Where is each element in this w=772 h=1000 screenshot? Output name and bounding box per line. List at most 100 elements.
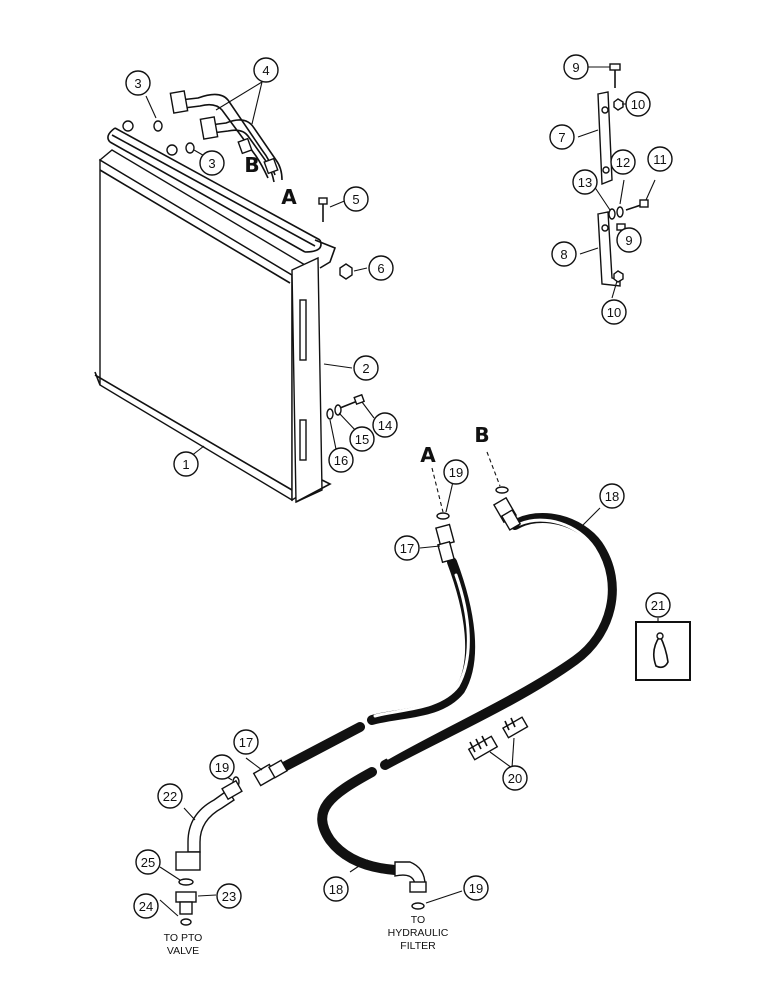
- connection-letter-a: A: [281, 185, 297, 209]
- callout-19: 19: [209, 754, 235, 780]
- callout-circle: [463, 875, 489, 901]
- callout-number: 6: [377, 261, 384, 276]
- callout-circle: [563, 54, 589, 80]
- callout-number: 9: [572, 60, 579, 75]
- callout-number: 22: [163, 789, 177, 804]
- callout-9: 9: [563, 54, 589, 80]
- note-line: HYDRAULIC: [388, 927, 449, 939]
- callout-number: 16: [334, 453, 348, 468]
- callout-7: 7: [549, 124, 575, 150]
- connection-letter-b: B: [244, 153, 259, 177]
- callout-number: 14: [378, 418, 392, 433]
- callout-number: 19: [469, 881, 483, 896]
- hose-b: [317, 496, 617, 893]
- callout-circle: [353, 355, 379, 381]
- callout-number: 11: [653, 152, 667, 167]
- callout-circle: [443, 459, 469, 485]
- callout-circle: [601, 299, 627, 325]
- callout-circle: [323, 876, 349, 902]
- nut: [613, 270, 624, 283]
- washer: [326, 408, 334, 420]
- callout-number: 4: [262, 63, 269, 78]
- callout-8: 8: [551, 241, 577, 267]
- callout-24: 24: [133, 893, 159, 919]
- callout-21: 21: [645, 592, 671, 618]
- callout-number: 8: [560, 247, 567, 262]
- callout-number: 19: [449, 465, 463, 480]
- note-line: TO PTO: [164, 932, 203, 944]
- callout-circle: [133, 893, 159, 919]
- nut: [339, 263, 353, 280]
- note-line: VALVE: [167, 945, 199, 957]
- callout-circle: [616, 227, 642, 253]
- callout-number: 12: [616, 155, 630, 170]
- connection-letter-a: A: [420, 443, 436, 467]
- callout-circle: [233, 729, 259, 755]
- note-line: FILTER: [400, 940, 436, 952]
- callout-14: 14: [372, 412, 398, 438]
- o-ring: [436, 512, 450, 520]
- o-ring: [495, 486, 509, 494]
- callout-19: 19: [463, 875, 489, 901]
- oil-cooler: [94, 120, 322, 502]
- note-line: TO: [411, 914, 425, 926]
- callout-10: 10: [601, 299, 627, 325]
- o-ring: [411, 902, 425, 910]
- callout-2: 2: [353, 355, 379, 381]
- connection-line-b: [486, 451, 501, 487]
- callout-17: 17: [394, 535, 420, 561]
- callout-number: 3: [208, 156, 215, 171]
- callout-12: 12: [610, 149, 636, 175]
- bolt: [625, 199, 649, 211]
- callout-circle: [216, 883, 242, 909]
- callout-19: 19: [443, 459, 469, 485]
- callout-circle: [328, 447, 354, 473]
- callout-number: 17: [239, 735, 253, 750]
- callout-number: 3: [134, 76, 141, 91]
- callout-circle: [502, 765, 528, 791]
- o-ring: [185, 142, 195, 154]
- callout-number: 20: [508, 771, 522, 786]
- callout-number: 1: [182, 457, 189, 472]
- callout-number: 18: [605, 489, 619, 504]
- callout-15: 15: [349, 426, 375, 452]
- adapter-fitting: [175, 891, 197, 915]
- callout-number: 21: [651, 598, 665, 613]
- connection-line-a: [431, 467, 444, 513]
- cooler-tubes: [169, 90, 283, 183]
- callout-circle: [572, 169, 598, 195]
- callout-circle: [394, 535, 420, 561]
- o-ring: [153, 120, 163, 132]
- callout-9: 9: [616, 227, 642, 253]
- callout-number: 10: [607, 305, 621, 320]
- callout-number: 17: [400, 541, 414, 556]
- callout-number: 24: [139, 899, 153, 914]
- callout-23: 23: [216, 883, 242, 909]
- spring-sleeve: [467, 716, 529, 761]
- elbow-fitting: [175, 779, 243, 871]
- note-to-hydraulic-filter: TO HYDRAULIC FILTER: [388, 914, 449, 952]
- callout-3: 3: [199, 150, 225, 176]
- callout-number: 13: [578, 175, 592, 190]
- callout-13: 13: [572, 169, 598, 195]
- callout-circle: [549, 124, 575, 150]
- clamp-inset: [635, 621, 691, 681]
- washer: [608, 208, 616, 220]
- callout-circle: [368, 255, 394, 281]
- callout-1: 1: [173, 451, 199, 477]
- callout-circle: [645, 592, 671, 618]
- callout-number: 5: [352, 192, 359, 207]
- callout-circle: [157, 783, 183, 809]
- callout-circle: [349, 426, 375, 452]
- side-bracket: [291, 239, 337, 504]
- washer: [334, 404, 342, 416]
- callouts: 1233456789910101112131415161717181819191…: [125, 54, 673, 919]
- mounting-strap-upper: [597, 91, 613, 186]
- o-ring: [180, 918, 192, 926]
- callout-6: 6: [368, 255, 394, 281]
- callout-17: 17: [233, 729, 259, 755]
- callout-5: 5: [343, 186, 369, 212]
- callout-number: 15: [355, 432, 369, 447]
- callout-circle: [199, 150, 225, 176]
